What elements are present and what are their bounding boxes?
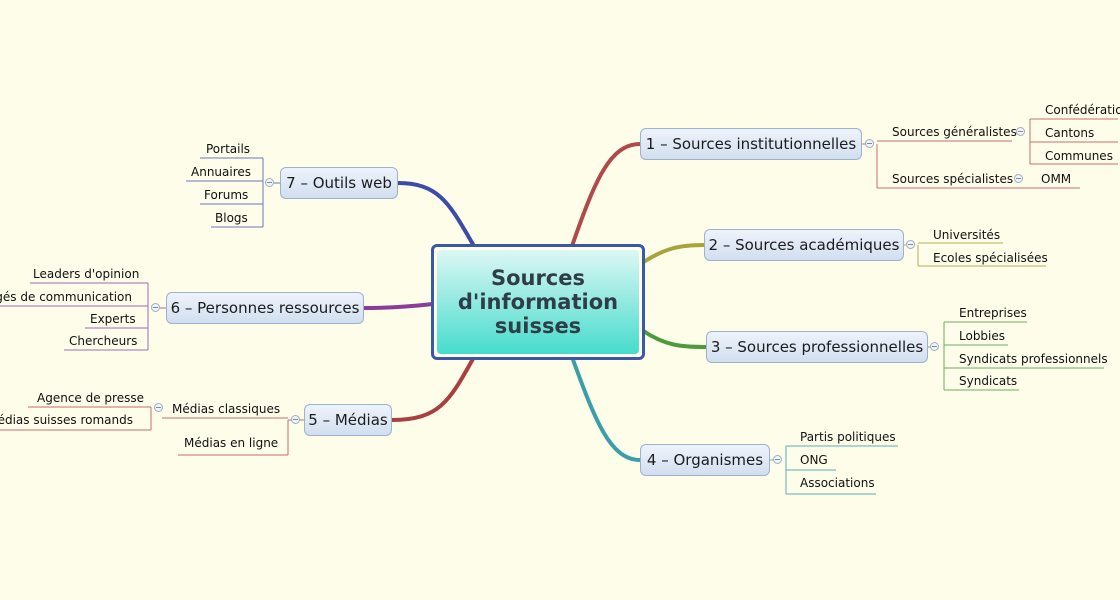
leaf-lobbies[interactable]: Lobbies <box>959 329 1006 343</box>
collapse-toggle-icon[interactable] <box>154 403 163 412</box>
collapse-toggle-icon[interactable] <box>151 303 160 312</box>
leaf-syndicats[interactable]: Syndicats <box>959 374 1018 388</box>
connector-branch-6 <box>362 302 435 310</box>
leaf-syndicats-professionnels[interactable]: Syndicats professionnels <box>959 352 1108 366</box>
central-topic-line-1: Sources <box>490 266 586 290</box>
leaf-forums[interactable]: Forums <box>204 188 249 202</box>
subtopic-medias-en-ligne[interactable]: Médias en ligne <box>184 436 279 450</box>
leaf-omm[interactable]: OMM <box>1041 172 1072 186</box>
connector-branch-2 <box>640 243 706 265</box>
branch-label: 7 – Outils web <box>286 174 392 192</box>
leaf-portails[interactable]: Portails <box>206 142 251 156</box>
central-topic-label: Sources d'information suisses <box>437 250 639 354</box>
leaf-communes[interactable]: Communes <box>1045 149 1113 163</box>
subtopic-medias-classiques[interactable]: Médias classiques <box>172 402 281 416</box>
branch-7-outils-web[interactable]: 7 – Outils web <box>280 167 398 199</box>
collapse-toggle-icon[interactable] <box>265 178 274 187</box>
branch-6-personnes-ressources[interactable]: 6 – Personnes ressources <box>166 292 364 324</box>
subtopic-sources-specialistes[interactable]: Sources spécialistes <box>892 172 1014 186</box>
leaf-ecoles-specialisees[interactable]: Ecoles spécialisées <box>933 251 1048 265</box>
connector-branch-3 <box>640 328 708 349</box>
collapse-toggle-icon[interactable] <box>291 415 300 424</box>
branch-label: 5 – Médias <box>308 411 388 429</box>
connector-branch-7 <box>396 181 476 248</box>
leaf-confederation[interactable]: Confédération <box>1045 103 1120 117</box>
leaf-entreprises[interactable]: Entreprises <box>959 306 1027 320</box>
leaf-leaders-opinion[interactable]: Leaders d'opinion <box>33 267 140 281</box>
branch-label: 1 – Sources institutionnelles <box>645 135 857 153</box>
leaf-charges-de-communication[interactable]: Chargés de communication <box>0 290 132 304</box>
leaf-ong[interactable]: ONG <box>800 453 828 467</box>
leaf-experts[interactable]: Experts <box>90 312 136 326</box>
branch-label: 6 – Personnes ressources <box>170 299 360 317</box>
leaf-blogs[interactable]: Blogs <box>215 211 248 225</box>
leaf-medias-suisses-romands[interactable]: Médias suisses romands <box>0 413 133 427</box>
central-topic-line-3: suisses <box>494 314 582 338</box>
branch-5-medias[interactable]: 5 – Médias <box>304 404 392 436</box>
collapse-toggle-icon[interactable] <box>1016 127 1025 136</box>
branch-1-sources-institutionnelles[interactable]: 1 – Sources institutionnelles <box>640 128 862 160</box>
branch-2-sources-academiques[interactable]: 2 – Sources académiques <box>704 229 904 261</box>
branch-label: 3 – Sources professionnelles <box>710 338 924 356</box>
subtopic-sources-generalistes[interactable]: Sources généralistes <box>892 125 1017 139</box>
leaf-cantons[interactable]: Cantons <box>1045 126 1095 140</box>
connector-branch-1 <box>570 142 642 248</box>
collapse-toggle-icon[interactable] <box>930 342 939 351</box>
leaf-partis-politiques[interactable]: Partis politiques <box>800 430 896 444</box>
collapse-toggle-icon[interactable] <box>773 455 782 464</box>
leaf-agence-de-presse[interactable]: Agence de presse <box>37 391 144 405</box>
central-topic-line-2: d'information <box>457 290 619 314</box>
branch-label: 4 – Organismes <box>646 451 764 469</box>
branch-4-organismes[interactable]: 4 – Organismes <box>640 444 770 476</box>
collapse-toggle-icon[interactable] <box>906 240 915 249</box>
leaf-universites[interactable]: Universités <box>933 228 1001 242</box>
connector-branch-4 <box>570 355 642 462</box>
branch-label: 2 – Sources académiques <box>708 236 900 254</box>
branch-3-sources-professionnelles[interactable]: 3 – Sources professionnelles <box>706 331 928 363</box>
leaf-chercheurs[interactable]: Chercheurs <box>69 334 138 348</box>
connector-branch-5 <box>390 355 476 422</box>
leaf-associations[interactable]: Associations <box>800 476 875 490</box>
central-topic[interactable]: Sources d'information suisses <box>431 244 645 360</box>
leaf-annuaires[interactable]: Annuaires <box>191 165 252 179</box>
collapse-toggle-icon[interactable] <box>1014 174 1023 183</box>
collapse-toggle-icon[interactable] <box>865 139 874 148</box>
